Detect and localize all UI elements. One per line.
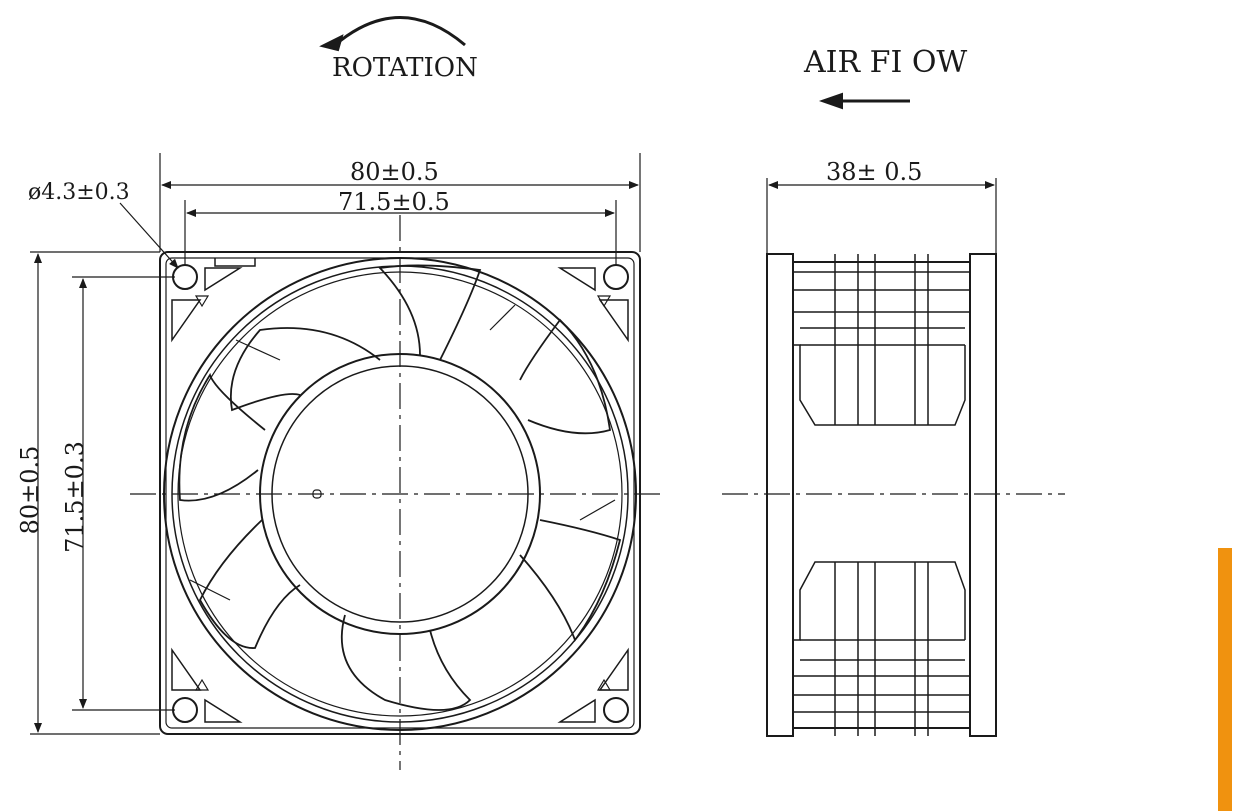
side-dimensions <box>766 178 997 254</box>
accent-bar <box>1218 548 1232 811</box>
rotation-arrow-icon <box>319 16 466 52</box>
airflow-label: AIR FI OW <box>804 45 968 80</box>
front-width-outer-label: 80±0.5 <box>350 158 439 186</box>
side-depth-label: 38± 0.5 <box>826 158 923 186</box>
rotation-label: ROTATION <box>332 53 478 83</box>
hole-diameter-label: ø4.3±0.3 <box>28 180 130 205</box>
fan-front-view <box>130 215 665 770</box>
impeller-blades <box>178 264 622 711</box>
front-height-outer-label: 80±0.5 <box>16 445 44 535</box>
front-width-hole-label: 71.5±0.5 <box>338 188 450 216</box>
fan-side-view <box>722 253 1065 737</box>
front-dimensions <box>30 153 641 735</box>
front-height-hole-label: 71.5±0.3 <box>61 441 89 553</box>
airflow-arrow-icon <box>818 92 910 110</box>
